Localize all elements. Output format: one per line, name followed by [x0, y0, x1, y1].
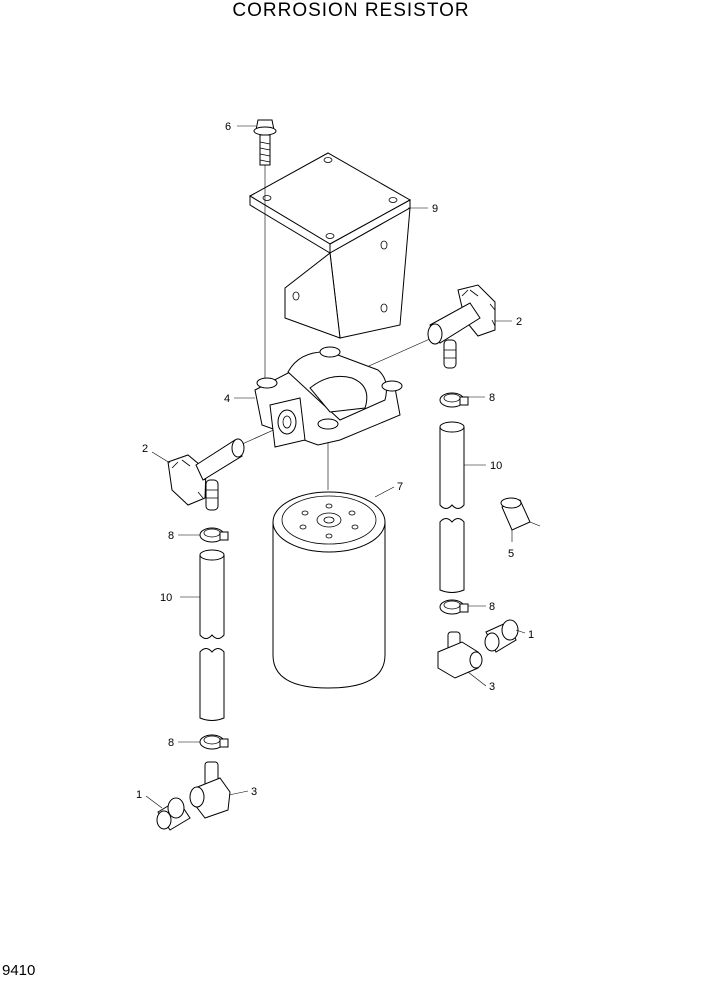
plug-part-1-right[interactable]: [484, 619, 519, 653]
valve-part-2-left[interactable]: [167, 438, 245, 511]
hose-part-10-left[interactable]: [199, 549, 225, 721]
callout-4: 4: [224, 393, 230, 405]
bracket-part-9[interactable]: [248, 152, 412, 339]
callout-10-left: 10: [160, 592, 172, 604]
diagram-title: CORROSION RESISTOR: [232, 0, 470, 21]
callout-8-upper-left: 8: [168, 530, 174, 542]
filter-cartridge-part-7[interactable]: [272, 491, 386, 689]
cap-part-5[interactable]: [500, 497, 531, 531]
callout-8-upper-right: 8: [489, 392, 495, 404]
callout-1-left: 1: [136, 789, 142, 801]
hose-clamp-part-8-upper-left[interactable]: [199, 527, 229, 543]
hose-part-10-right[interactable]: [439, 421, 465, 593]
callout-3-right: 3: [489, 681, 495, 693]
callout-8-lower-right: 8: [489, 601, 495, 613]
callout-8-lower-left: 8: [168, 737, 174, 749]
callout-2-upper: 2: [516, 316, 522, 328]
callouts: 6 9 2 4 8 2 10 7 5 8 10 8 1 3 8 3 1: [136, 121, 534, 801]
hose-clamp-part-8-lower-right[interactable]: [439, 599, 469, 615]
callout-2-left: 2: [142, 443, 148, 455]
valve-part-2-upper[interactable]: [427, 284, 496, 369]
elbow-fitting-part-3-right[interactable]: [437, 631, 483, 679]
hose-clamp-part-8-lower-left[interactable]: [199, 734, 229, 750]
callout-6: 6: [225, 121, 231, 133]
callout-7: 7: [397, 481, 403, 493]
callout-3-left: 3: [251, 786, 257, 798]
plug-part-1-left[interactable]: [156, 797, 191, 831]
bolt-part-6[interactable]: [253, 119, 277, 166]
callout-1-right: 1: [528, 629, 534, 641]
callout-10-right: 10: [490, 460, 502, 472]
callout-9: 9: [432, 203, 438, 215]
page-code: 9410: [2, 962, 36, 979]
hose-clamp-part-8-upper-right[interactable]: [439, 392, 469, 408]
filter-head-part-4[interactable]: [254, 346, 403, 448]
callout-5: 5: [508, 548, 514, 560]
callout-leaders: [145, 125, 541, 809]
elbow-fitting-part-3-left[interactable]: [189, 761, 231, 819]
